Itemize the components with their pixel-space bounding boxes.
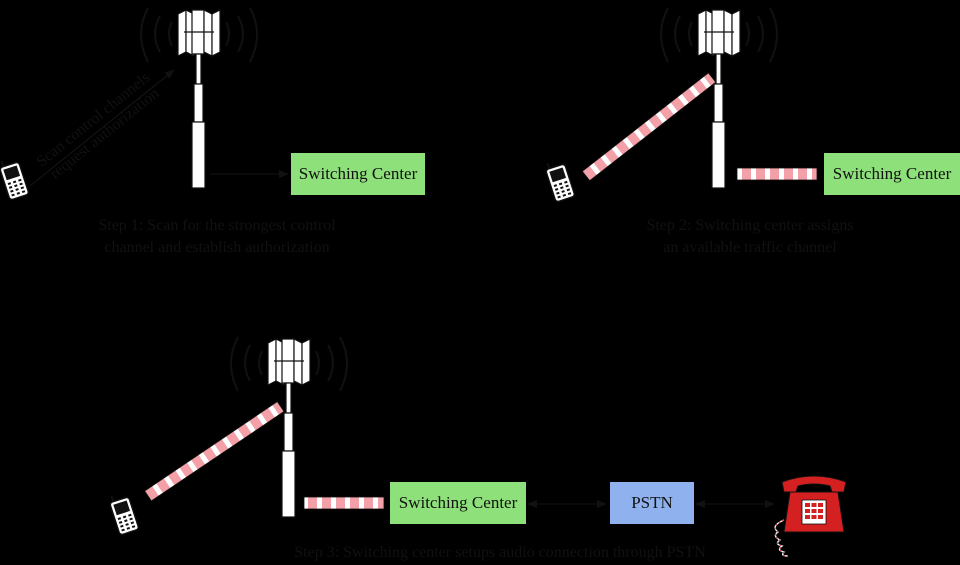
pstn-box: PSTN: [610, 482, 694, 524]
step2-caption: Step 2: Switching center assigns an avai…: [600, 215, 900, 259]
switching-center-label: Switching Center: [832, 164, 952, 183]
step1-caption: Step 1: Scan for the strongest control c…: [52, 215, 382, 259]
mobile-phone-icon: [106, 489, 141, 537]
traffic-channel-link: [736, 167, 818, 181]
step1-caption-line2: channel and establish authorization: [104, 239, 330, 256]
step2-caption-line2: an available traffic channel: [663, 239, 837, 256]
step1-group: Scan control channels request authorizat…: [0, 7, 289, 202]
switching-center-label: Switching Center: [398, 493, 518, 512]
switching-center-box: Switching Center: [291, 153, 425, 195]
telephone-icon: [774, 475, 847, 557]
scan-arrow: [29, 69, 175, 187]
step2-group: [542, 7, 818, 204]
step1-caption-line1: Step 1: Scan for the strongest control: [98, 217, 336, 234]
step3-group: [106, 336, 847, 557]
traffic-channel-radio: [144, 400, 285, 502]
switching-center-box: Switching Center: [824, 153, 960, 195]
traffic-channel-link: [303, 496, 385, 510]
mobile-phone-icon: [0, 154, 31, 202]
step3-caption-text: Step 3: Switching center setups audio co…: [294, 544, 706, 561]
switching-center-label: Switching Center: [298, 164, 418, 183]
step2-caption-line1: Step 2: Switching center assigns: [646, 217, 854, 234]
traffic-channel-radio: [581, 72, 717, 182]
step3-caption: Step 3: Switching center setups audio co…: [200, 542, 800, 564]
switching-center-box: Switching Center: [390, 482, 526, 524]
pstn-label: PSTN: [631, 493, 673, 512]
mobile-phone-icon: [542, 156, 577, 204]
